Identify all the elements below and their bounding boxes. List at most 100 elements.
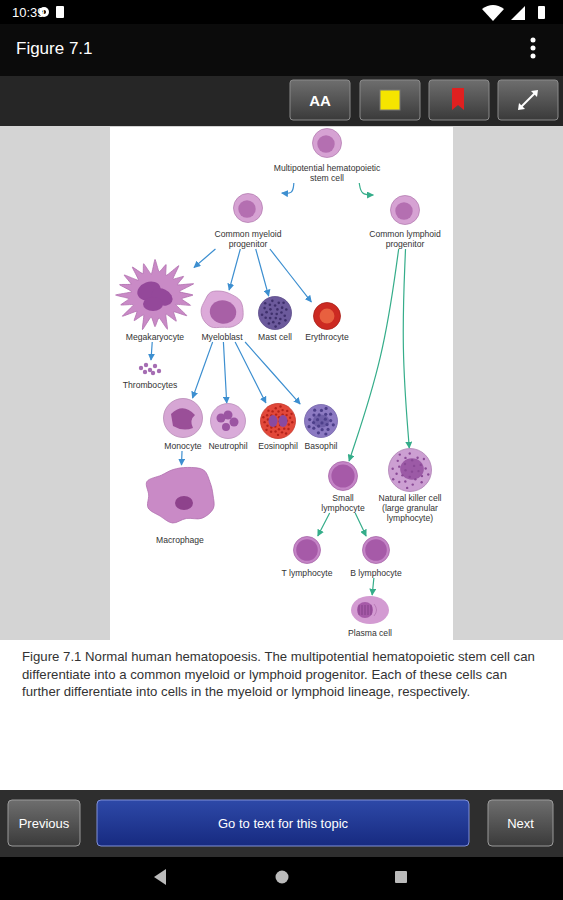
cell-part: [320, 421, 323, 424]
back-icon: [154, 869, 166, 885]
app-bar-title: Figure 7.1: [16, 39, 93, 59]
cell-label: Thrombocytes: [120, 380, 180, 390]
eosinophil-cell: Eosinophil: [253, 403, 303, 451]
cell-part: [391, 468, 393, 470]
cell-part: [404, 463, 406, 465]
cell-part: [222, 423, 230, 431]
cell-part: [326, 428, 329, 431]
lineage-arrow: [270, 249, 311, 302]
cell-part: [266, 414, 268, 416]
cell-part: [423, 458, 425, 460]
recents-icon: [395, 871, 407, 883]
cell-part: [313, 414, 330, 427]
cell-part: [291, 421, 293, 423]
cell-part: [317, 135, 334, 152]
cell-part: [276, 308, 279, 311]
figure-panel: [110, 127, 453, 640]
t-cell: T lymphocyte: [277, 536, 337, 578]
lineage-arrow: [349, 249, 399, 461]
battery-icon: [538, 6, 545, 19]
cell-part: [392, 478, 394, 480]
lineage-arrow: [372, 578, 374, 595]
cell-part: [269, 308, 272, 311]
cell-part: [397, 460, 399, 462]
cell-part: [279, 415, 288, 427]
cell-shape: [304, 404, 338, 438]
cell-part: [314, 303, 341, 330]
cell-part: [275, 317, 278, 320]
cell-part: [279, 405, 281, 407]
cell-part: [362, 605, 363, 615]
cell-part: [288, 423, 290, 425]
cell-part: [363, 537, 390, 564]
cell-part: [279, 318, 282, 321]
cell-part: [404, 457, 406, 459]
cell-label: Myeloblast: [197, 332, 247, 342]
cell-label: B lymphocyte: [346, 568, 406, 578]
cell-part: [368, 605, 369, 615]
cell-shape: [116, 260, 194, 330]
cell-part: [266, 425, 268, 427]
cell-part: [316, 418, 319, 421]
cell-part: [238, 200, 255, 217]
cell-part: [285, 432, 287, 434]
cell-part: [285, 414, 287, 416]
cell-label: Common myeloid progenitor: [203, 229, 293, 249]
sd-card-icon: [56, 6, 64, 18]
cell-part: [401, 474, 403, 476]
cell-part: [201, 291, 243, 328]
cell-part: [404, 469, 406, 471]
system-nav-bar: [0, 857, 563, 900]
cell-part: [395, 473, 397, 475]
cell-part: [283, 427, 285, 429]
cell-part: [420, 481, 422, 483]
cell-label: T lymphocyte: [277, 568, 337, 578]
cell-part: [281, 409, 283, 411]
cell-part: [365, 539, 387, 561]
topic-button-label: Go to text for this topic: [97, 800, 469, 846]
cell-part: [164, 399, 203, 438]
lineage-arrow: [282, 183, 294, 193]
cell-part: [329, 419, 332, 422]
toolbar-button: [498, 80, 558, 120]
cell-label: Neutrophil: [203, 441, 253, 451]
cell-part: [171, 408, 195, 429]
cell-part: [274, 430, 276, 432]
cell-part: [280, 311, 283, 314]
cell-part: [421, 475, 423, 477]
lineage-arrow: [151, 342, 152, 360]
cell-label: Small lymphocyte: [320, 493, 366, 513]
cell-part: [374, 604, 377, 616]
cell-part: [264, 316, 267, 319]
cell-part: [263, 421, 265, 423]
cell-shape: [257, 296, 293, 330]
neutrophil-cell: Neutrophil: [203, 403, 253, 451]
menu-dot: [531, 38, 536, 43]
cell-part: [312, 413, 315, 416]
cell-label: Plasma cell: [345, 628, 395, 638]
cell-part: [321, 428, 324, 431]
cell-part: [413, 465, 415, 467]
myeloblast-cell: Myeloblast: [197, 290, 247, 342]
lineage-arrow: [359, 183, 373, 195]
cell-part: [175, 496, 193, 510]
cell-part: [269, 303, 272, 306]
cell-shape: [135, 360, 165, 376]
toolbar-button: [290, 80, 350, 120]
cell-shape: [312, 128, 342, 158]
cell-part: [281, 306, 284, 309]
cell-part: [325, 423, 328, 426]
cell-part: [305, 405, 338, 438]
cell-part: [270, 313, 273, 316]
cell-part: [269, 415, 278, 427]
cell-part: [294, 537, 321, 564]
cell-part: [143, 370, 147, 374]
cell-part: [411, 459, 413, 461]
cell-part: [153, 364, 157, 368]
cell-part: [399, 453, 401, 455]
cell-part: [424, 467, 426, 469]
cell-part: [391, 196, 420, 225]
macrophage-cell: Macrophage: [145, 465, 215, 545]
thrombocyte-group: Thrombocytes: [120, 360, 180, 390]
cell-part: [289, 417, 291, 419]
